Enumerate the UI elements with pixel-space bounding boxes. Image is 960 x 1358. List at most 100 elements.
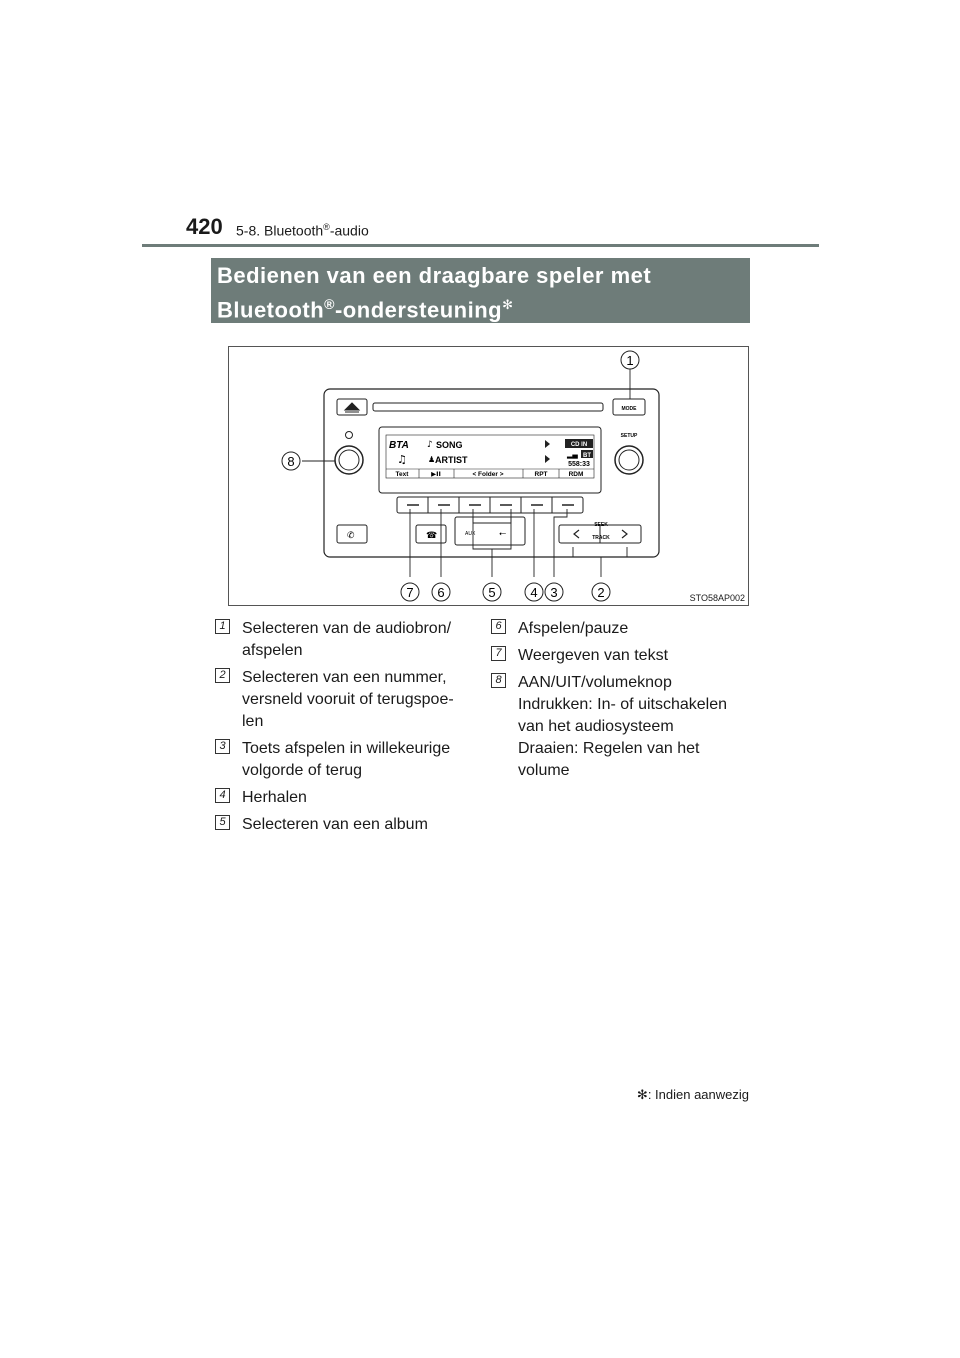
- aux-usb-panel: [454, 516, 526, 546]
- hangup-button: [415, 524, 447, 544]
- artist-icon: ♟: [428, 455, 435, 464]
- audio-unit-drawing: MODE SETUP BTA ♪ SONG ♫ ♟ ARTIST CD IN ▂…: [281, 350, 660, 602]
- legend-number: 4: [215, 788, 230, 803]
- legend-number: 3: [215, 739, 230, 754]
- bt-label: BT: [583, 453, 591, 459]
- legend-text: Selecteren van een album: [242, 816, 428, 833]
- callout-3-label: 3: [550, 585, 557, 600]
- phone-icon: ✆: [347, 531, 355, 541]
- title-line-1: Bedienen van een draagbare speler met: [217, 263, 652, 288]
- legend-text: versneld vooruit of terugspoe-: [242, 691, 454, 708]
- legend-text: AAN/UIT/volumeknop: [518, 674, 672, 691]
- eject-icon: [343, 402, 361, 413]
- callout-1: [620, 350, 640, 370]
- legend-number: 2: [215, 668, 230, 683]
- callout-5: [482, 582, 502, 602]
- legend-number: 5: [215, 815, 230, 830]
- section-title: Bedienen van een draagbare speler met Bl…: [211, 258, 750, 323]
- softkey-rdm: RDM: [569, 471, 584, 478]
- callout-7-label: 7: [406, 585, 413, 600]
- header-divider: [142, 244, 819, 247]
- legend-list-left: 1 Selecteren van de audiobron/ afspelen …: [215, 618, 475, 841]
- callout-2-label: 2: [597, 585, 604, 600]
- legend-text: Weergeven van tekst: [518, 647, 669, 664]
- cd-slot: [372, 402, 604, 412]
- legend-text: Toets afspelen in willekeurige: [242, 740, 451, 757]
- display-song: SONG: [436, 440, 463, 450]
- display-time: 558:33: [568, 461, 590, 468]
- legend-item: 5 Selecteren van een album: [215, 814, 475, 836]
- callout-6-label: 6: [437, 585, 444, 600]
- music-note-icon: ♪: [427, 440, 433, 450]
- aux-label: AUX: [465, 531, 476, 537]
- callout-6: [431, 582, 451, 602]
- legend-item: 1 Selecteren van de audiobron/ afspelen: [215, 618, 475, 662]
- power-icon: [345, 431, 353, 439]
- legend-item: 4 Herhalen: [215, 787, 475, 809]
- figure-code: STO58AP002: [689, 593, 745, 603]
- breadcrumb: 5-8. Bluetooth®-audio: [236, 222, 369, 239]
- callout-1-label: 1: [626, 353, 633, 368]
- legend-number: 6: [491, 619, 506, 634]
- callout-3: [544, 582, 564, 602]
- legend-number: 1: [215, 619, 230, 634]
- cd-in-badge: [565, 439, 593, 448]
- signal-icon: ▂▄: [566, 451, 578, 459]
- track-label: TRACK: [592, 535, 610, 541]
- legend-item: 7 Weergeven van tekst: [491, 645, 751, 667]
- softkey-text: Text: [396, 471, 410, 478]
- legend-text: Draaien: Regelen van het: [518, 740, 700, 757]
- legend-item: 8 AAN/UIT/volumeknop Indrukken: In- of u…: [491, 672, 751, 782]
- title-line-2: Bluetooth®-ondersteuning✻: [217, 296, 514, 323]
- seek-forward-icon: [621, 529, 628, 539]
- callout-4-label: 4: [530, 585, 537, 600]
- legend-text: Afspelen/pauze: [518, 620, 629, 637]
- legend-item: 6 Afspelen/pauze: [491, 618, 751, 640]
- legend-text: van het audiosysteem: [518, 718, 674, 735]
- callout-8: [281, 451, 301, 471]
- legend-text: volume: [518, 762, 570, 779]
- footnote: ✻: Indien aanwezig: [637, 1087, 749, 1103]
- legend-list-right: 6 Afspelen/pauze 7 Weergeven van tekst 8…: [491, 618, 751, 787]
- legend-item: 3 Toets afspelen in willekeurige volgord…: [215, 738, 475, 782]
- hangup-icon: ☎: [426, 531, 437, 541]
- tune-knob-inner: [618, 449, 640, 471]
- softkey-rpt: RPT: [535, 471, 548, 478]
- audio-unit-illustration: MODE SETUP BTA ♪ SONG ♫ ♟ ARTIST CD IN ▂…: [228, 346, 749, 606]
- legend-item: 2 Selecteren van een nummer, versneld vo…: [215, 667, 475, 733]
- callout-5-label: 5: [488, 585, 495, 600]
- callout-7: [400, 582, 420, 602]
- volume-knob-inner: [338, 449, 360, 471]
- mode-label: MODE: [622, 406, 638, 412]
- callout-2: [591, 582, 611, 602]
- artist-arrow-icon: [545, 455, 550, 463]
- usb-icon: ⭠: [499, 529, 506, 539]
- legend-text: Indrukken: In- of uitschakelen: [518, 696, 728, 713]
- legend-text: len: [242, 713, 264, 730]
- music-icon: ♫: [397, 453, 407, 466]
- mode-button: [612, 398, 646, 416]
- asterisk-icon: ✻: [636, 1087, 648, 1102]
- seek-label: SEEK: [594, 522, 608, 528]
- bt-badge: [581, 450, 593, 458]
- legend-text: Herhalen: [242, 789, 307, 806]
- display-artist: ARTIST: [435, 455, 468, 465]
- legend-number: 8: [491, 673, 506, 688]
- phone-button: [336, 524, 368, 544]
- legend-text: volgorde of terug: [242, 762, 363, 779]
- softkey-folder: < Folder >: [472, 471, 503, 478]
- legend-text: afspelen: [242, 642, 303, 659]
- display-screen: [385, 434, 595, 479]
- setup-label: SETUP: [621, 433, 638, 439]
- legend-text: Selecteren van de audiobron/: [242, 620, 452, 637]
- softkey-play-pause: ▶II: [431, 470, 441, 478]
- song-arrow-icon: [545, 440, 550, 448]
- callout-4: [524, 582, 544, 602]
- cd-in-label: CD IN: [571, 442, 587, 448]
- page-number: 420: [186, 214, 223, 239]
- legend-number: 7: [491, 646, 506, 661]
- legend-text: Selecteren van een nummer,: [242, 669, 447, 686]
- callout-8-label: 8: [287, 454, 294, 469]
- footnote-text: : Indien aanwezig: [647, 1087, 749, 1102]
- seek-back-icon: [573, 529, 580, 539]
